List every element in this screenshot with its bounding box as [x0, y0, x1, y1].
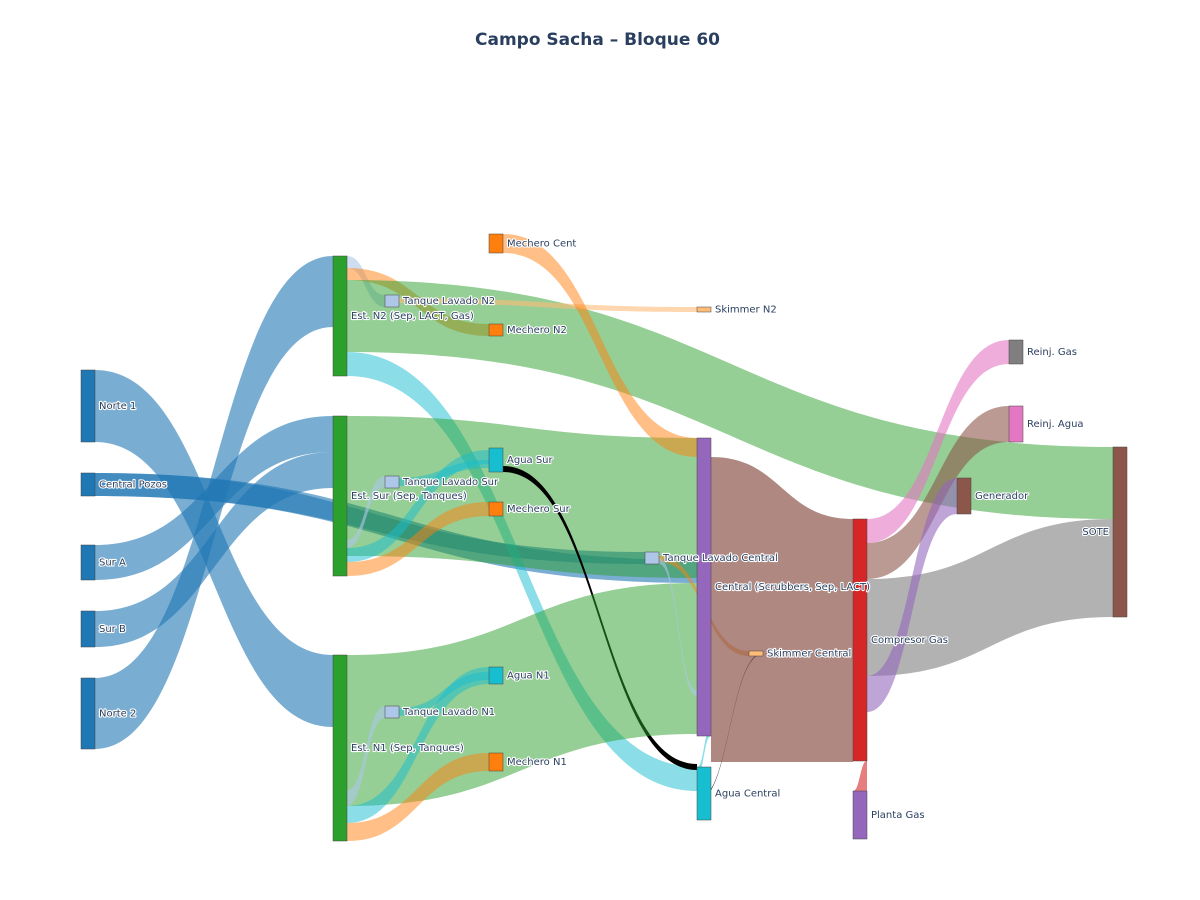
node-label-reinjGas: Reinj. Gas — [1027, 347, 1077, 358]
link-surb-estsur[interactable] — [95, 452, 333, 647]
node-label-tlCentral: Tanque Lavado Central — [662, 553, 778, 564]
node-label-mechN2: Mechero N2 — [507, 325, 567, 336]
node-mechSur[interactable] — [488, 501, 504, 517]
link-tlcentral-central[interactable] — [659, 558, 697, 696]
node-generador[interactable] — [956, 477, 972, 515]
node-skimCentral[interactable] — [748, 650, 764, 657]
node-label-tlN1: Tanque Lavado N1 — [402, 707, 495, 718]
node-central[interactable] — [696, 437, 712, 737]
node-label-skimN2: Skimmer N2 — [715, 305, 777, 316]
node-label-plantaGas: Planta Gas — [871, 810, 925, 821]
node-label-centralpozos: Central Pozos — [99, 480, 167, 491]
link-estn1-aguan1[interactable] — [347, 667, 489, 823]
node-mechCent[interactable] — [488, 233, 504, 254]
node-norte1[interactable] — [80, 369, 96, 443]
node-tlN2[interactable] — [384, 294, 400, 308]
link-compresor-sote[interactable] — [867, 519, 1113, 676]
node-label-generador: Generador — [975, 491, 1029, 502]
sankey-links — [95, 234, 1113, 841]
node-aguaCentral[interactable] — [696, 766, 712, 821]
node-compresor[interactable] — [852, 518, 868, 762]
node-label-mechN1: Mechero N1 — [507, 757, 567, 768]
node-reinjAgua[interactable] — [1008, 405, 1024, 443]
node-sote[interactable] — [1112, 446, 1128, 618]
node-label-tlN2: Tanque Lavado N2 — [402, 296, 495, 307]
node-label-compresor: Compresor Gas — [871, 635, 948, 646]
node-label-skimCentral: Skimmer Central — [767, 649, 851, 660]
link-mechcent-central[interactable] — [503, 234, 697, 457]
link-estsur-mechsur[interactable] — [347, 502, 489, 576]
link-estn1-tln1[interactable] — [347, 706, 385, 806]
node-skimN2[interactable] — [696, 306, 712, 313]
node-tlCentral[interactable] — [644, 551, 660, 565]
link-tln1-aguan1[interactable] — [399, 672, 489, 716]
node-reinjGas[interactable] — [1008, 339, 1024, 365]
node-aguaN1[interactable] — [488, 666, 504, 685]
node-aguaSur[interactable] — [488, 447, 504, 473]
node-estN1[interactable] — [332, 654, 348, 842]
node-label-norte1: Norte 1 — [99, 401, 136, 412]
link-estn2-aguacentral[interactable] — [347, 352, 697, 791]
link-compresor-generador[interactable] — [867, 478, 957, 712]
node-surA[interactable] — [80, 544, 96, 581]
node-label-sote: SOTE — [1082, 527, 1109, 538]
node-label-surA: Sur A — [99, 558, 126, 569]
node-label-aguaN1: Agua N1 — [507, 671, 550, 682]
node-label-aguaCentral: Agua Central — [715, 789, 780, 800]
link-estn1-mechn1[interactable] — [347, 753, 489, 841]
node-estN2[interactable] — [332, 255, 348, 377]
node-label-central: Central (Scrubbers, Sep, LACT) — [715, 582, 870, 593]
node-tlN1[interactable] — [384, 705, 400, 719]
node-label-estSur: Est. Sur (Sep, Tanques) — [351, 491, 467, 502]
page-title: Campo Sacha – Bloque 60 — [475, 30, 720, 50]
link-estsur-central[interactable] — [347, 416, 697, 578]
link-norte2-estn2[interactable] — [95, 256, 333, 749]
node-label-tlSur: Tanque Lavado Sur — [402, 477, 499, 488]
node-label-surB: Sur B — [99, 624, 126, 635]
node-norte2[interactable] — [80, 677, 96, 750]
sankey-nodes — [80, 233, 1128, 842]
node-label-norte2: Norte 2 — [99, 709, 136, 720]
link-central-aguacentral[interactable] — [697, 728, 711, 775]
node-label-mechSur: Mechero Sur — [507, 504, 571, 515]
link-central-compresor[interactable] — [711, 457, 853, 762]
node-label-aguaSur: Agua Sur — [507, 455, 554, 466]
node-label-estN2: Est. N2 (Sep, LACT, Gas) — [351, 311, 474, 322]
link-compresor-reinjgas[interactable] — [867, 340, 1009, 543]
link-estsur-tlsur[interactable] — [347, 476, 385, 548]
node-surB[interactable] — [80, 610, 96, 648]
link-tln2-skimn2[interactable] — [399, 298, 697, 312]
node-mechN2[interactable] — [488, 323, 504, 337]
link-estn2-sote[interactable] — [347, 280, 1113, 519]
link-estsur-aguasur[interactable] — [347, 450, 489, 562]
link-tlsur-aguasur[interactable] — [399, 460, 489, 486]
node-plantaGas[interactable] — [852, 790, 868, 840]
node-tlSur[interactable] — [384, 475, 400, 489]
node-label-reinjAgua: Reinj. Agua — [1027, 419, 1084, 430]
node-estSur[interactable] — [332, 415, 348, 577]
node-centralpozos[interactable] — [80, 472, 96, 497]
node-mechN1[interactable] — [488, 752, 504, 772]
node-label-mechCent: Mechero Cent — [507, 239, 576, 250]
node-label-estN1: Est. N1 (Sep, Tanques) — [351, 743, 464, 754]
link-estn1-central[interactable] — [347, 583, 697, 806]
